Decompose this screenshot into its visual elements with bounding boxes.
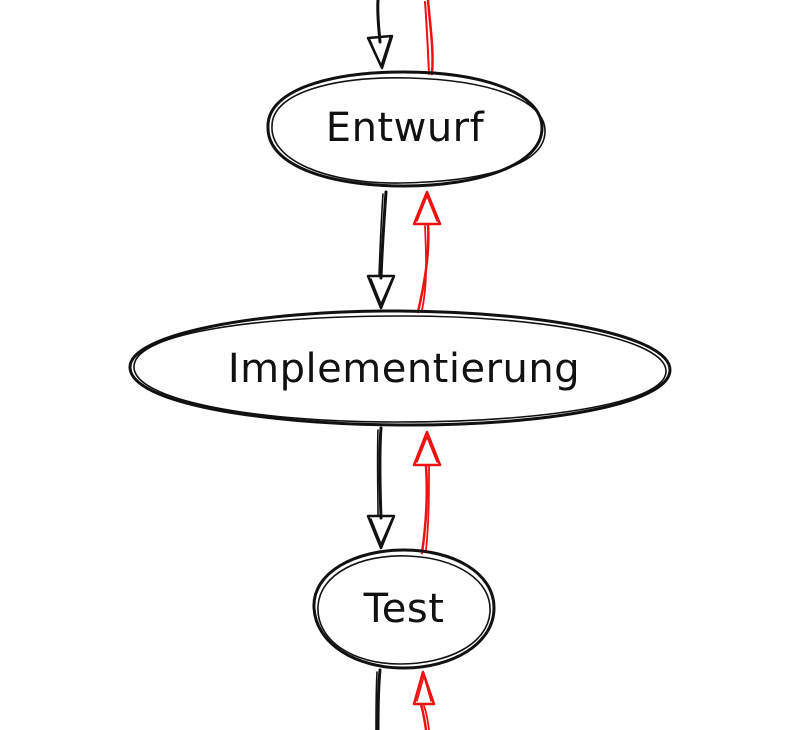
edge-entwurf-to-implementierung [366, 190, 396, 310]
edge-implementierung-to-entwurf [412, 190, 442, 314]
node-entwurf[interactable]: Entwurf [266, 70, 546, 188]
node-test[interactable]: Test [312, 548, 496, 670]
edge-test-to-implementierung [412, 430, 442, 555]
edge-feedback-bottom [412, 670, 436, 730]
node-label-implementierung: Implementierung [228, 346, 580, 392]
edge-outgoing-bottom [375, 668, 382, 730]
node-label-test: Test [363, 586, 445, 632]
edge-incoming-top [366, 0, 394, 70]
edge-implementierung-to-test [366, 426, 396, 550]
node-label-entwurf: Entwurf [326, 105, 485, 151]
edge-feedback-top [424, 0, 434, 76]
node-implementierung[interactable]: Implementierung [128, 309, 672, 427]
